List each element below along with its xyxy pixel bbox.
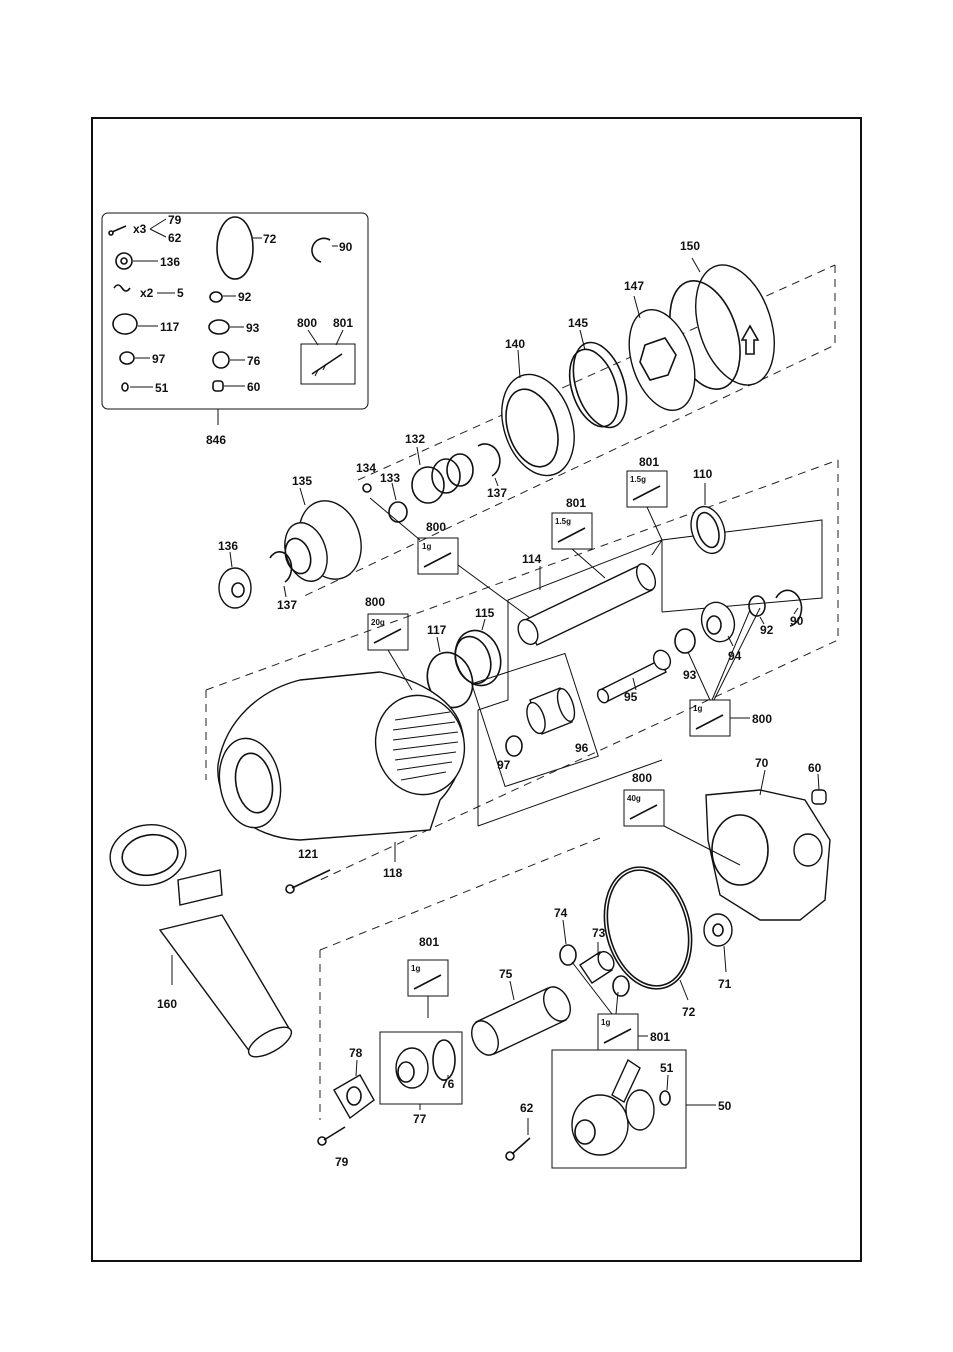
kit-label-92: 92 bbox=[238, 290, 252, 304]
part-label-150: 150 bbox=[680, 239, 700, 253]
service-kit-box: x3 79 62 136 72 90 x2 5 92 117 93 800 bbox=[102, 213, 368, 447]
part-label-90: 90 bbox=[790, 614, 804, 628]
grease-qty-800-d: 40g bbox=[627, 794, 641, 803]
kit-label-79: 79 bbox=[168, 213, 182, 227]
kit-number: 846 bbox=[206, 433, 226, 447]
part-label-73: 73 bbox=[592, 926, 606, 940]
kit-qty-x2: x2 bbox=[140, 286, 154, 300]
part-label-110: 110 bbox=[693, 467, 713, 481]
part-62-screw: 62 bbox=[506, 1101, 534, 1160]
part-label-79: 79 bbox=[335, 1155, 349, 1169]
part-label-72: 72 bbox=[682, 1005, 696, 1019]
part-label-117: 117 bbox=[427, 623, 447, 637]
part-70-gear-housing: 70 60 71 bbox=[704, 756, 830, 991]
part-label-121: 121 bbox=[298, 847, 318, 861]
kit-label-800: 800 bbox=[297, 316, 317, 330]
part-label-74: 74 bbox=[554, 906, 568, 920]
part-label-134: 134 bbox=[356, 461, 376, 475]
grease-ref-801-c: 801 bbox=[419, 935, 439, 949]
part-160-side-handle: 160 bbox=[105, 819, 295, 1063]
kit-label-136: 136 bbox=[160, 255, 180, 269]
part-label-93: 93 bbox=[683, 668, 697, 682]
grease-ref-801-b: 801 bbox=[566, 496, 586, 510]
kit-label-60: 60 bbox=[247, 380, 261, 394]
part-label-133: 133 bbox=[380, 471, 400, 485]
kit-label-90: 90 bbox=[339, 240, 353, 254]
grease-ref-800-b: 800 bbox=[365, 595, 385, 609]
part-label-51: 51 bbox=[660, 1061, 674, 1075]
kit-label-5: 5 bbox=[177, 286, 184, 300]
part-label-77: 77 bbox=[413, 1112, 427, 1126]
kit-label-801: 801 bbox=[333, 316, 353, 330]
part-label-137-left: 137 bbox=[277, 598, 297, 612]
grease-qty-800-b: 20g bbox=[371, 618, 385, 627]
part-label-135: 135 bbox=[292, 474, 312, 488]
part-78-79: 78 79 bbox=[318, 1046, 374, 1169]
grease-qty-800-c: 1g bbox=[693, 704, 702, 713]
kit-label-93: 93 bbox=[246, 321, 260, 335]
grease-ref-801-a: 801 bbox=[639, 455, 659, 469]
part-77-76-box: 76 77 bbox=[380, 1032, 462, 1126]
part-label-118: 118 bbox=[383, 866, 403, 880]
grease-ref-800-c: 800 bbox=[752, 712, 772, 726]
part-label-132: 132 bbox=[405, 432, 425, 446]
part-label-71: 71 bbox=[718, 977, 732, 991]
part-label-96: 96 bbox=[575, 741, 589, 755]
kit-label-72: 72 bbox=[263, 232, 277, 246]
part-72-oring: 72 bbox=[591, 857, 704, 1019]
grease-ref-800-d: 800 bbox=[632, 771, 652, 785]
grease-qty-801-b: 1.5g bbox=[555, 517, 571, 526]
kit-qty-x3: x3 bbox=[133, 222, 147, 236]
part-118-housing: 118 bbox=[213, 672, 476, 880]
kit-label-62: 62 bbox=[168, 231, 182, 245]
grease-qty-801-a: 1.5g bbox=[630, 475, 646, 484]
kit-label-51: 51 bbox=[155, 381, 169, 395]
part-label-147: 147 bbox=[624, 279, 644, 293]
part-label-60: 60 bbox=[808, 761, 822, 775]
crank-group: 74 73 75 bbox=[467, 906, 629, 1059]
part-label-75: 75 bbox=[499, 967, 513, 981]
chuck-collar-group: 150 147 145 140 132 137 134 133 bbox=[356, 239, 788, 522]
part-label-115: 115 bbox=[475, 606, 495, 620]
part-label-160: 160 bbox=[157, 997, 177, 1011]
kit-label-76: 76 bbox=[247, 354, 261, 368]
part-label-78: 78 bbox=[349, 1046, 363, 1060]
grease-ref-801-d: 801 bbox=[650, 1030, 670, 1044]
part-label-97: 97 bbox=[497, 758, 511, 772]
kit-label-117: 117 bbox=[160, 320, 180, 334]
part-label-136: 136 bbox=[218, 539, 238, 553]
part-label-70: 70 bbox=[755, 756, 769, 770]
part-label-62: 62 bbox=[520, 1101, 534, 1115]
part-label-76: 76 bbox=[441, 1077, 455, 1091]
part-label-92: 92 bbox=[760, 623, 774, 637]
grease-qty-801-c: 1g bbox=[411, 964, 420, 973]
grease-qty-800-a: 1g bbox=[422, 542, 431, 551]
part-label-50: 50 bbox=[718, 1099, 732, 1113]
part-50-51-box: 51 50 bbox=[552, 1050, 732, 1168]
grease-qty-801-d: 1g bbox=[601, 1018, 610, 1027]
grease-ref-800-a: 800 bbox=[426, 520, 446, 534]
part-label-95: 95 bbox=[624, 690, 638, 704]
part-label-137-top: 137 bbox=[487, 486, 507, 500]
part-label-114: 114 bbox=[522, 552, 542, 566]
part-label-140: 140 bbox=[505, 337, 525, 351]
kit-label-97: 97 bbox=[152, 352, 166, 366]
part-121-screw: 121 bbox=[286, 847, 330, 893]
part-label-145: 145 bbox=[568, 316, 588, 330]
